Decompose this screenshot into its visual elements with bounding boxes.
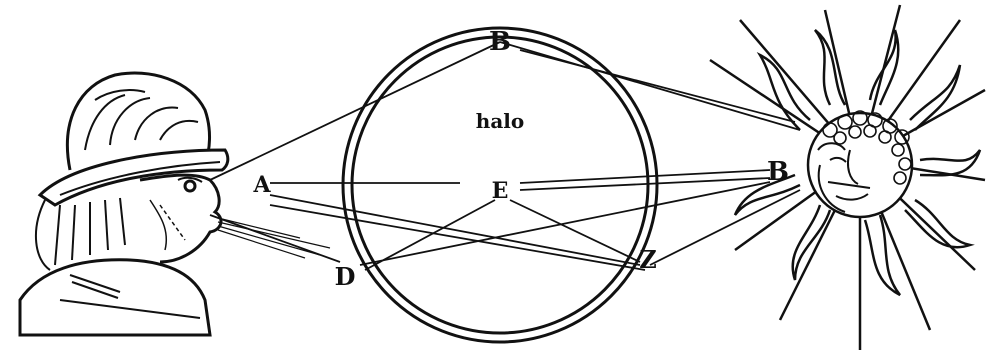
label-halo: halo	[476, 109, 524, 133]
label-lower-left: D	[335, 262, 356, 291]
label-left: A	[252, 172, 271, 198]
label-center: E	[492, 178, 509, 204]
man-with-hat-icon	[20, 73, 228, 335]
sun-face-icon	[710, 5, 985, 350]
label-sun-point: B	[767, 157, 789, 187]
label-lower-right: Z	[639, 245, 657, 274]
label-top: B	[489, 27, 511, 57]
ray-lines	[210, 42, 800, 270]
